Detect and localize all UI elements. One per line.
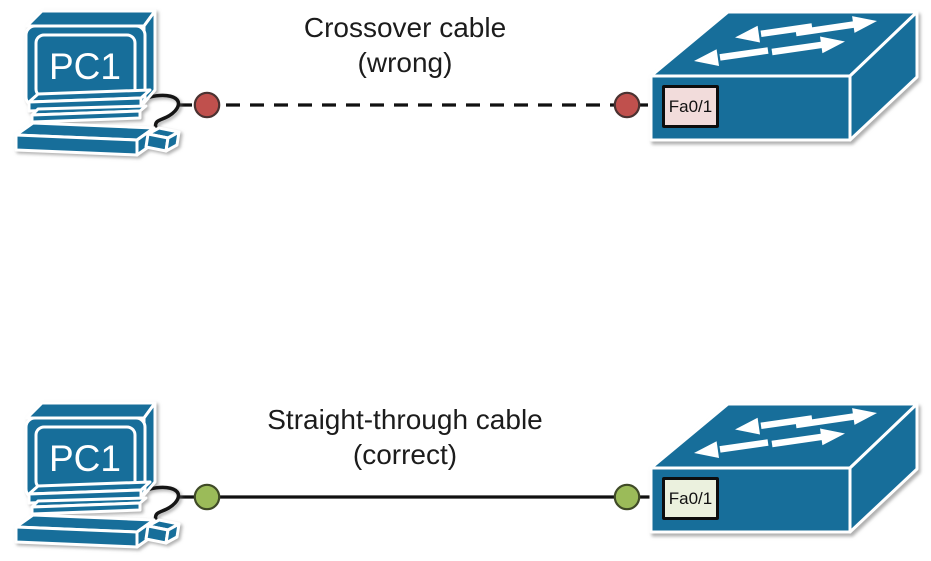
cable-caption-line1: Crossover cable bbox=[303, 12, 507, 43]
cable-endpoint-pc bbox=[193, 483, 221, 511]
scenario-crossover: Crossover cable (wrong) PC1 bbox=[0, 0, 931, 170]
straight-through-cable bbox=[178, 483, 663, 511]
port-label: Fa0/1 bbox=[662, 85, 719, 128]
pc-icon: PC1 bbox=[14, 401, 181, 549]
base-slab2-front bbox=[30, 501, 142, 516]
cable-endpoint-switch bbox=[613, 483, 641, 511]
keyboard-front bbox=[14, 133, 139, 157]
mouse-front bbox=[144, 524, 170, 545]
port-label: Fa0/1 bbox=[662, 477, 719, 520]
monitor-top bbox=[25, 401, 157, 420]
keyboard-front bbox=[14, 525, 139, 549]
switch-arrows-icon bbox=[694, 408, 877, 458]
mouse-side bbox=[164, 130, 181, 153]
cable-caption-line2: (correct) bbox=[352, 439, 458, 470]
scenario-straight-through: Straight-through cable (correct) PC1 bbox=[0, 392, 931, 561]
cable-caption: Crossover cable (wrong) bbox=[230, 10, 580, 80]
crossover-cable bbox=[178, 91, 663, 119]
cable-caption-line2: (wrong) bbox=[357, 47, 453, 78]
monitor-top bbox=[25, 9, 157, 28]
mouse-cord bbox=[137, 93, 181, 131]
switch-icon bbox=[649, 402, 919, 534]
mouse-side bbox=[164, 522, 181, 545]
cable-endpoint-switch bbox=[613, 91, 641, 119]
base-slab2-front bbox=[30, 109, 142, 124]
mouse-front bbox=[144, 132, 170, 153]
switch-arrows-icon bbox=[694, 16, 877, 66]
cable-endpoint-pc bbox=[193, 91, 221, 119]
cable-caption: Straight-through cable (correct) bbox=[230, 402, 580, 472]
mouse-cord bbox=[137, 485, 181, 523]
pc-label: PC1 bbox=[49, 438, 121, 479]
pc-label: PC1 bbox=[49, 46, 121, 87]
cable-caption-line1: Straight-through cable bbox=[267, 404, 543, 435]
switch-icon bbox=[649, 10, 919, 142]
pc-icon: PC1 bbox=[14, 9, 181, 157]
